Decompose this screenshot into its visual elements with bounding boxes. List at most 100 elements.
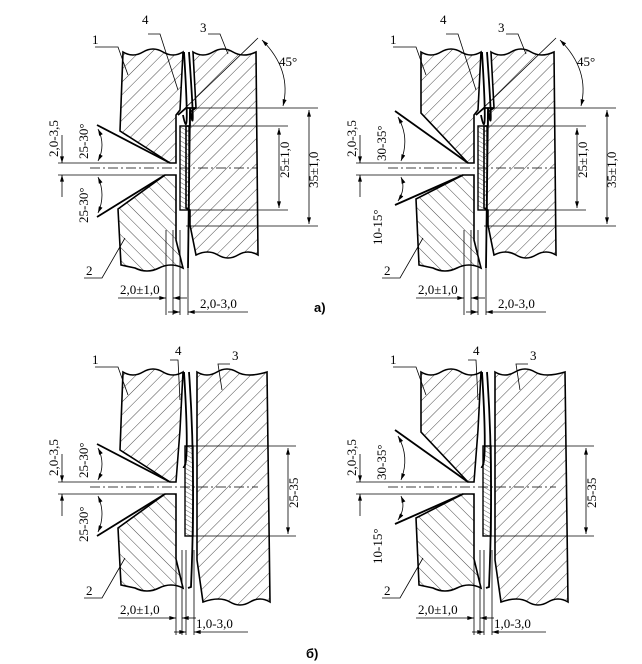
part-label-2: 2 [384, 263, 391, 278]
plate-1 [119, 368, 184, 483]
label-dim-inner: 25-35 [286, 478, 301, 508]
plate-3 [196, 368, 271, 606]
leader-4 [468, 359, 479, 401]
part-label-3: 3 [498, 20, 505, 35]
label-bottom-dim-1: 2,0±1,0 [120, 602, 160, 617]
label-chamfer-angle: 45° [577, 54, 595, 69]
label-lower-angle: 25-30° [76, 506, 91, 542]
bevel-lower [96, 174, 166, 218]
label-upper-angle: 30-35° [374, 125, 389, 161]
angle-arc-lower [97, 495, 103, 533]
plate-2 [117, 174, 185, 272]
label-lower-angle: 25-30° [76, 187, 91, 223]
part-label-1: 1 [390, 32, 397, 47]
chamfer-45-line [177, 37, 259, 116]
label-upper-angle: 25-30° [76, 442, 91, 478]
label-upper-angle: 25-30° [76, 123, 91, 159]
leader-1 [393, 46, 427, 76]
plate-3 [185, 48, 259, 259]
leader-3 [217, 363, 230, 391]
leader-4 [446, 33, 477, 91]
part-label-1: 1 [92, 352, 99, 367]
plate-3 [494, 368, 569, 606]
bevel-upper [96, 443, 171, 483]
angle-arc-lower [397, 495, 406, 521]
part-label-2: 2 [86, 583, 93, 598]
plate-2 [415, 174, 483, 272]
label-bottom-dim-2: 1,0-3,0 [494, 616, 531, 631]
bevel-upper [96, 124, 171, 164]
bevel-lower [394, 174, 464, 206]
panel-a-right: 45° 35±1,0 25±1,0 2,0-3,5 30-35° 10-15° 1 2 3 4 2,… [344, 12, 619, 315]
bevel-upper [394, 110, 469, 164]
leader-3 [506, 33, 527, 55]
label-gap: 2,0-3,5 [344, 120, 359, 157]
label-gap: 2,0-3,5 [344, 439, 359, 476]
label-gap: 2,0-3,5 [46, 439, 61, 476]
plate-3 [483, 48, 557, 259]
leader-4 [148, 33, 179, 91]
leader-2 [382, 557, 424, 599]
plate-1 [119, 48, 184, 164]
label-bottom-dim-1: 2,0±1,0 [418, 282, 458, 297]
chamfer-45-line [475, 37, 557, 116]
label-dim-outer: 35±1,0 [604, 152, 619, 188]
label-lower-angle: 10-15° [370, 209, 385, 245]
bevel-lower [394, 493, 464, 525]
angle-arc-upper [97, 447, 103, 481]
part-label-1: 1 [390, 352, 397, 367]
label-bottom-dim-2: 2,0-3,0 [498, 296, 535, 311]
angle-45-arc [261, 39, 287, 107]
plate-1 [420, 368, 482, 483]
panel-b-right: 25-35 2,0-3,5 30-35° 10-15° 1 2 3 4 2,0±1,0 1,0-3… [344, 343, 599, 635]
label-dim-inner: 25-35 [584, 478, 599, 508]
leader-3 [208, 33, 229, 55]
angle-45-arc [559, 39, 585, 107]
leader-2 [84, 557, 126, 599]
label-gap: 2,0-3,5 [46, 120, 61, 157]
part-label-4: 4 [473, 343, 480, 358]
label-dim-outer: 35±1,0 [306, 152, 321, 188]
bevel-upper [394, 429, 469, 483]
leader-1 [393, 366, 427, 396]
part-label-4: 4 [175, 343, 182, 358]
part-label-2: 2 [384, 583, 391, 598]
part-label-3: 3 [232, 348, 239, 363]
leader-2 [84, 237, 126, 279]
leader-1 [95, 46, 129, 76]
label-bottom-dim-2: 1,0-3,0 [196, 616, 233, 631]
part-label-4: 4 [142, 12, 149, 27]
label-bottom-dim-2: 2,0-3,0 [200, 296, 237, 311]
plate-2 [415, 493, 483, 592]
part-label-2: 2 [86, 263, 93, 278]
plate-1 [420, 48, 482, 164]
angle-arc-upper [397, 116, 406, 162]
panel-b-left: 25-35 2,0-3,5 25-30° 25-30° 1 2 3 4 2,0±1,0 1,0-3… [46, 343, 301, 635]
angle-arc-lower [397, 176, 406, 202]
insert-strip [482, 445, 492, 537]
caption-a: а) [314, 300, 326, 315]
label-chamfer-angle: 45° [279, 54, 297, 69]
leader-4 [170, 359, 181, 401]
leader-3 [515, 363, 528, 391]
label-lower-angle: 10-15° [370, 528, 385, 564]
label-dim-inner: 25±1,0 [575, 142, 590, 178]
label-bottom-dim-1: 2,0±1,0 [120, 282, 160, 297]
panel-a-left: 45° 35±1,0 25±1,0 2,0-3,5 25-30° 25-30° 1 2 3 4 2,… [46, 12, 321, 315]
part-label-1: 1 [92, 32, 99, 47]
angle-arc-upper [397, 435, 406, 481]
label-bottom-dim-1: 2,0±1,0 [418, 602, 458, 617]
angle-arc-upper [97, 128, 103, 162]
leader-1 [95, 366, 129, 396]
angle-arc-lower [97, 176, 103, 214]
label-dim-inner: 25±1,0 [277, 142, 292, 178]
part-label-3: 3 [200, 20, 207, 35]
bevel-lower [96, 493, 166, 537]
label-upper-angle: 30-35° [374, 444, 389, 480]
insert-strip [184, 445, 194, 537]
plate-2 [117, 493, 185, 592]
part-label-4: 4 [440, 12, 447, 27]
part-label-3: 3 [530, 348, 537, 363]
